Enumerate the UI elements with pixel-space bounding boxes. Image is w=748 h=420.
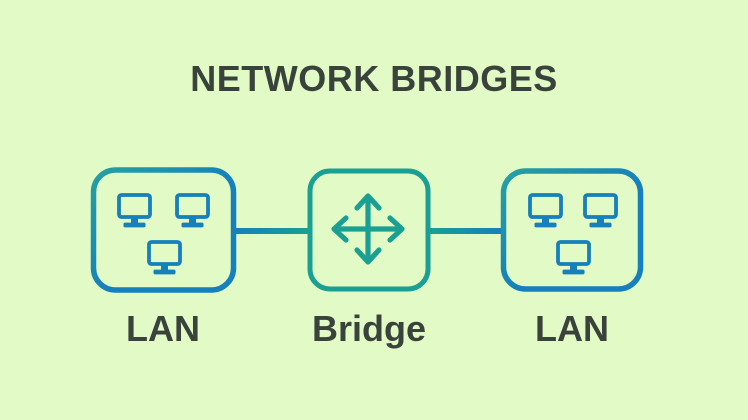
computers-icon	[117, 193, 210, 277]
computers-icon	[528, 193, 618, 277]
lan-left-node	[90, 167, 237, 293]
diagram-title: NETWORK BRIDGES	[190, 58, 558, 99]
computer-icon	[556, 240, 591, 277]
computer-icon	[175, 193, 210, 230]
computer-icon	[528, 193, 563, 230]
computer-icon	[117, 193, 152, 230]
computer-icon	[147, 240, 182, 277]
node-label-bridge: Bridge	[311, 308, 427, 349]
lan-right-node	[500, 168, 644, 292]
node-label-lan-left: LAN	[126, 308, 200, 349]
four-way-arrow-icon	[331, 193, 405, 265]
bridge-node	[307, 168, 431, 292]
computer-icon	[583, 193, 618, 230]
bridge-box	[307, 168, 431, 292]
lan-left-box	[90, 167, 237, 293]
node-label-lan-right: LAN	[535, 308, 609, 349]
lan-right-box	[500, 168, 644, 292]
